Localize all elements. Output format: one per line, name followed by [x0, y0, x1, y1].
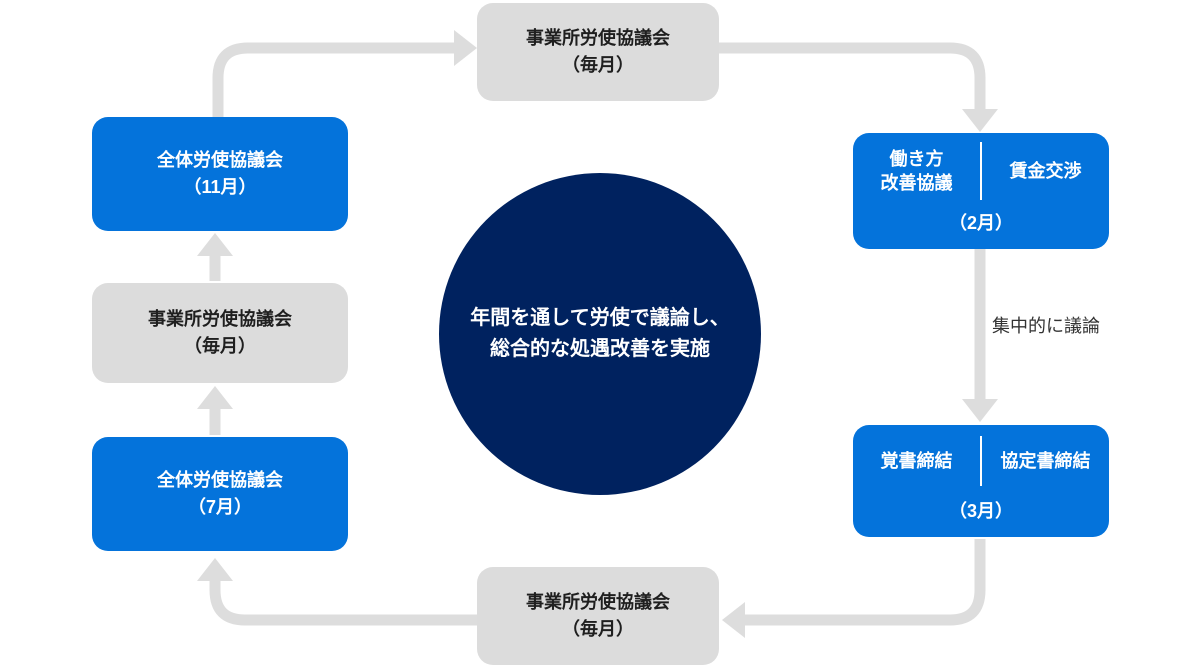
- box-title: 全体労使協議会: [157, 150, 283, 170]
- february-left-line2: 改善協議: [880, 172, 953, 193]
- box-bottom-monthly-council: 事業所労使協議会 （毎月）: [477, 567, 719, 665]
- arrow-july-to-left-monthly: [197, 386, 233, 435]
- divider-line: [980, 435, 982, 486]
- box-left-monthly-council: 事業所労使協議会 （毎月）: [92, 283, 348, 383]
- february-left-line1: 働き方: [889, 148, 944, 169]
- box-july-council: 全体労使協議会 （7月）: [92, 437, 348, 551]
- arrow-left-monthly-to-november: [197, 233, 233, 281]
- box-november-council: 全体労使協議会 （11月）: [92, 117, 348, 231]
- circle-line1: 年間を通して労使で議論し、: [470, 307, 730, 329]
- center-summary-circle: 年間を通して労使で議論し、 総合的な処遇改善を実施: [439, 173, 761, 495]
- arrow-top-monthly-to-february: [718, 42, 998, 132]
- circle-line2: 総合的な処遇改善を実施: [490, 338, 710, 360]
- february-month: （2月）: [948, 213, 1013, 233]
- arrow-label-intensive-discussion: 集中的に議論: [992, 316, 1100, 336]
- box-top-monthly-council: 事業所労使協議会 （毎月）: [477, 3, 719, 101]
- box-march-conclusion: 覚書締結 協定書締結 （3月）: [853, 425, 1109, 537]
- box-title: 事業所労使協議会: [148, 309, 292, 329]
- box-subtitle: （毎月）: [184, 336, 256, 356]
- march-split-row: 覚書締結 協定書締結: [853, 425, 1109, 496]
- arrow-march-to-bottom-monthly: [722, 539, 986, 638]
- february-split-row: 働き方 改善協議 賃金交渉: [853, 133, 1109, 208]
- february-left-cell: 働き方 改善協議: [853, 147, 980, 195]
- arrow-bottom-monthly-to-july: [197, 558, 477, 626]
- march-left-cell: 覚書締結: [880, 450, 953, 471]
- arrow-february-to-march: [962, 249, 998, 422]
- box-subtitle: （毎月）: [562, 619, 634, 639]
- box-subtitle: （7月）: [187, 497, 252, 517]
- box-february-negotiation: 働き方 改善協議 賃金交渉 （2月）: [853, 133, 1109, 249]
- box-title: 事業所労使協議会: [526, 592, 670, 612]
- box-subtitle: （毎月）: [562, 55, 634, 75]
- box-title: 全体労使協議会: [157, 470, 283, 490]
- divider-line: [980, 141, 982, 200]
- box-title: 事業所労使協議会: [526, 28, 670, 48]
- march-right-cell: 協定書締結: [1000, 450, 1091, 471]
- february-right-cell: 賃金交渉: [1009, 160, 1082, 181]
- march-month: （3月）: [948, 501, 1013, 521]
- arrow-november-to-top-monthly: [212, 30, 477, 120]
- box-subtitle: （11月）: [183, 177, 257, 197]
